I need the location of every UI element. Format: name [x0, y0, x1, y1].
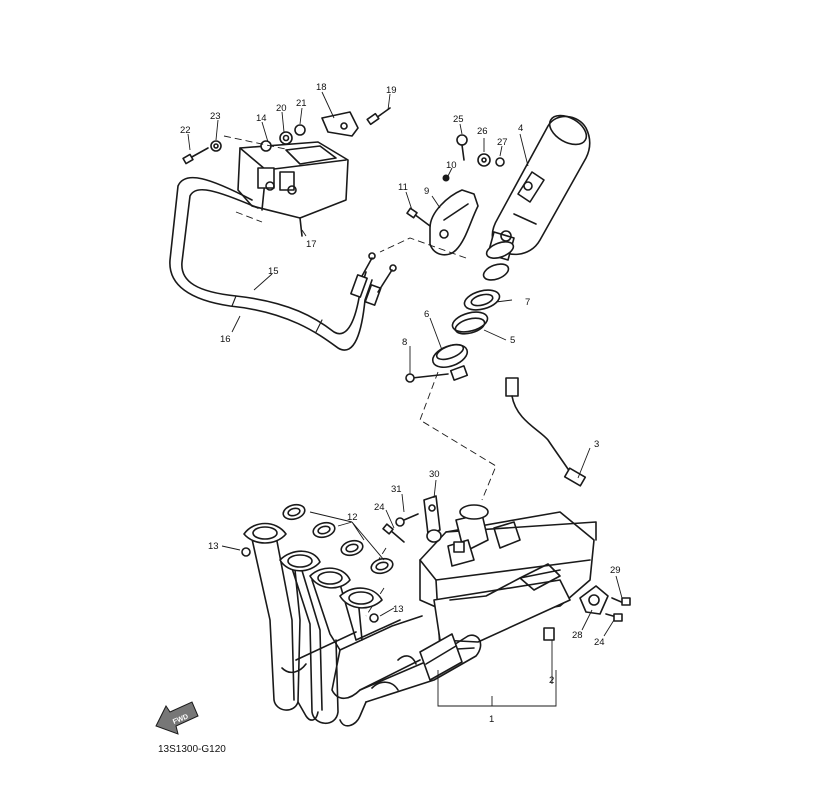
oxygen-sensor-part-3: [505, 377, 587, 487]
callout-1: 1: [489, 714, 494, 725]
callout-25: 25: [453, 114, 464, 125]
callout-24-upper: 24: [374, 502, 385, 513]
small-fasteners-upper-left: [182, 107, 391, 165]
dashed-guide-4: [419, 371, 497, 501]
callout-14: 14: [256, 113, 267, 124]
callout-23: 23: [210, 111, 221, 122]
callout-labels: 1 2 3 4 5 6 7 8 9 10 11 12 13 13 14 15 1…: [180, 82, 621, 725]
diagram-code: 13S1300-G120: [158, 744, 226, 755]
callout-29: 29: [610, 565, 621, 576]
callout-18: 18: [316, 82, 327, 93]
fasteners-25-26-27: [456, 134, 505, 167]
gaskets-part-5-7: [451, 263, 510, 335]
callout-10: 10: [446, 160, 457, 171]
callout-6: 6: [424, 309, 429, 320]
callout-11: 11: [398, 182, 408, 193]
callout-26: 26: [477, 126, 488, 137]
callout-13-left: 13: [208, 541, 219, 552]
callout-17: 17: [306, 239, 317, 250]
gaskets-part-12: [282, 503, 394, 575]
callout-21: 21: [296, 98, 307, 109]
nut-part-13-left: [241, 547, 251, 557]
exhaust-header-part-1: [243, 504, 609, 727]
callout-28: 28: [572, 630, 583, 641]
callout-7: 7: [525, 297, 530, 308]
nut-part-13-right: [369, 613, 379, 623]
callout-19: 19: [386, 85, 397, 96]
bolts-10-11: [406, 174, 450, 227]
callout-15: 15: [268, 266, 279, 277]
bracket-part-9: [429, 189, 479, 256]
bracket-box-part-17: [237, 141, 349, 237]
muffler-part-4: [485, 114, 591, 261]
callout-3: 3: [594, 439, 599, 450]
clamp-part-6: [405, 343, 469, 383]
leader-lines: [187, 91, 623, 707]
throttle-cables-part-15-16: [169, 176, 397, 351]
callout-8: 8: [402, 337, 407, 348]
callout-9: 9: [424, 186, 429, 197]
dashed-guide-2: [235, 211, 263, 223]
damper-part-2: [543, 627, 555, 641]
dashed-guide-3: [379, 237, 467, 259]
callout-16: 16: [220, 334, 231, 345]
callout-31: 31: [391, 484, 402, 495]
callout-22: 22: [180, 125, 191, 136]
forward-arrow-icon: FWD: [155, 701, 199, 735]
callout-30: 30: [429, 469, 440, 480]
callout-20: 20: [276, 103, 287, 114]
callout-12: 12: [347, 512, 358, 523]
callout-13-right: 13: [393, 604, 404, 615]
callout-24-lower: 24: [594, 637, 605, 648]
callout-27: 27: [497, 137, 508, 148]
callout-5: 5: [510, 335, 515, 346]
callout-2: 2: [549, 675, 554, 686]
callout-4: 4: [518, 123, 523, 134]
dashed-guide-1: [223, 135, 291, 151]
fasteners-24-30-31: [382, 495, 631, 622]
